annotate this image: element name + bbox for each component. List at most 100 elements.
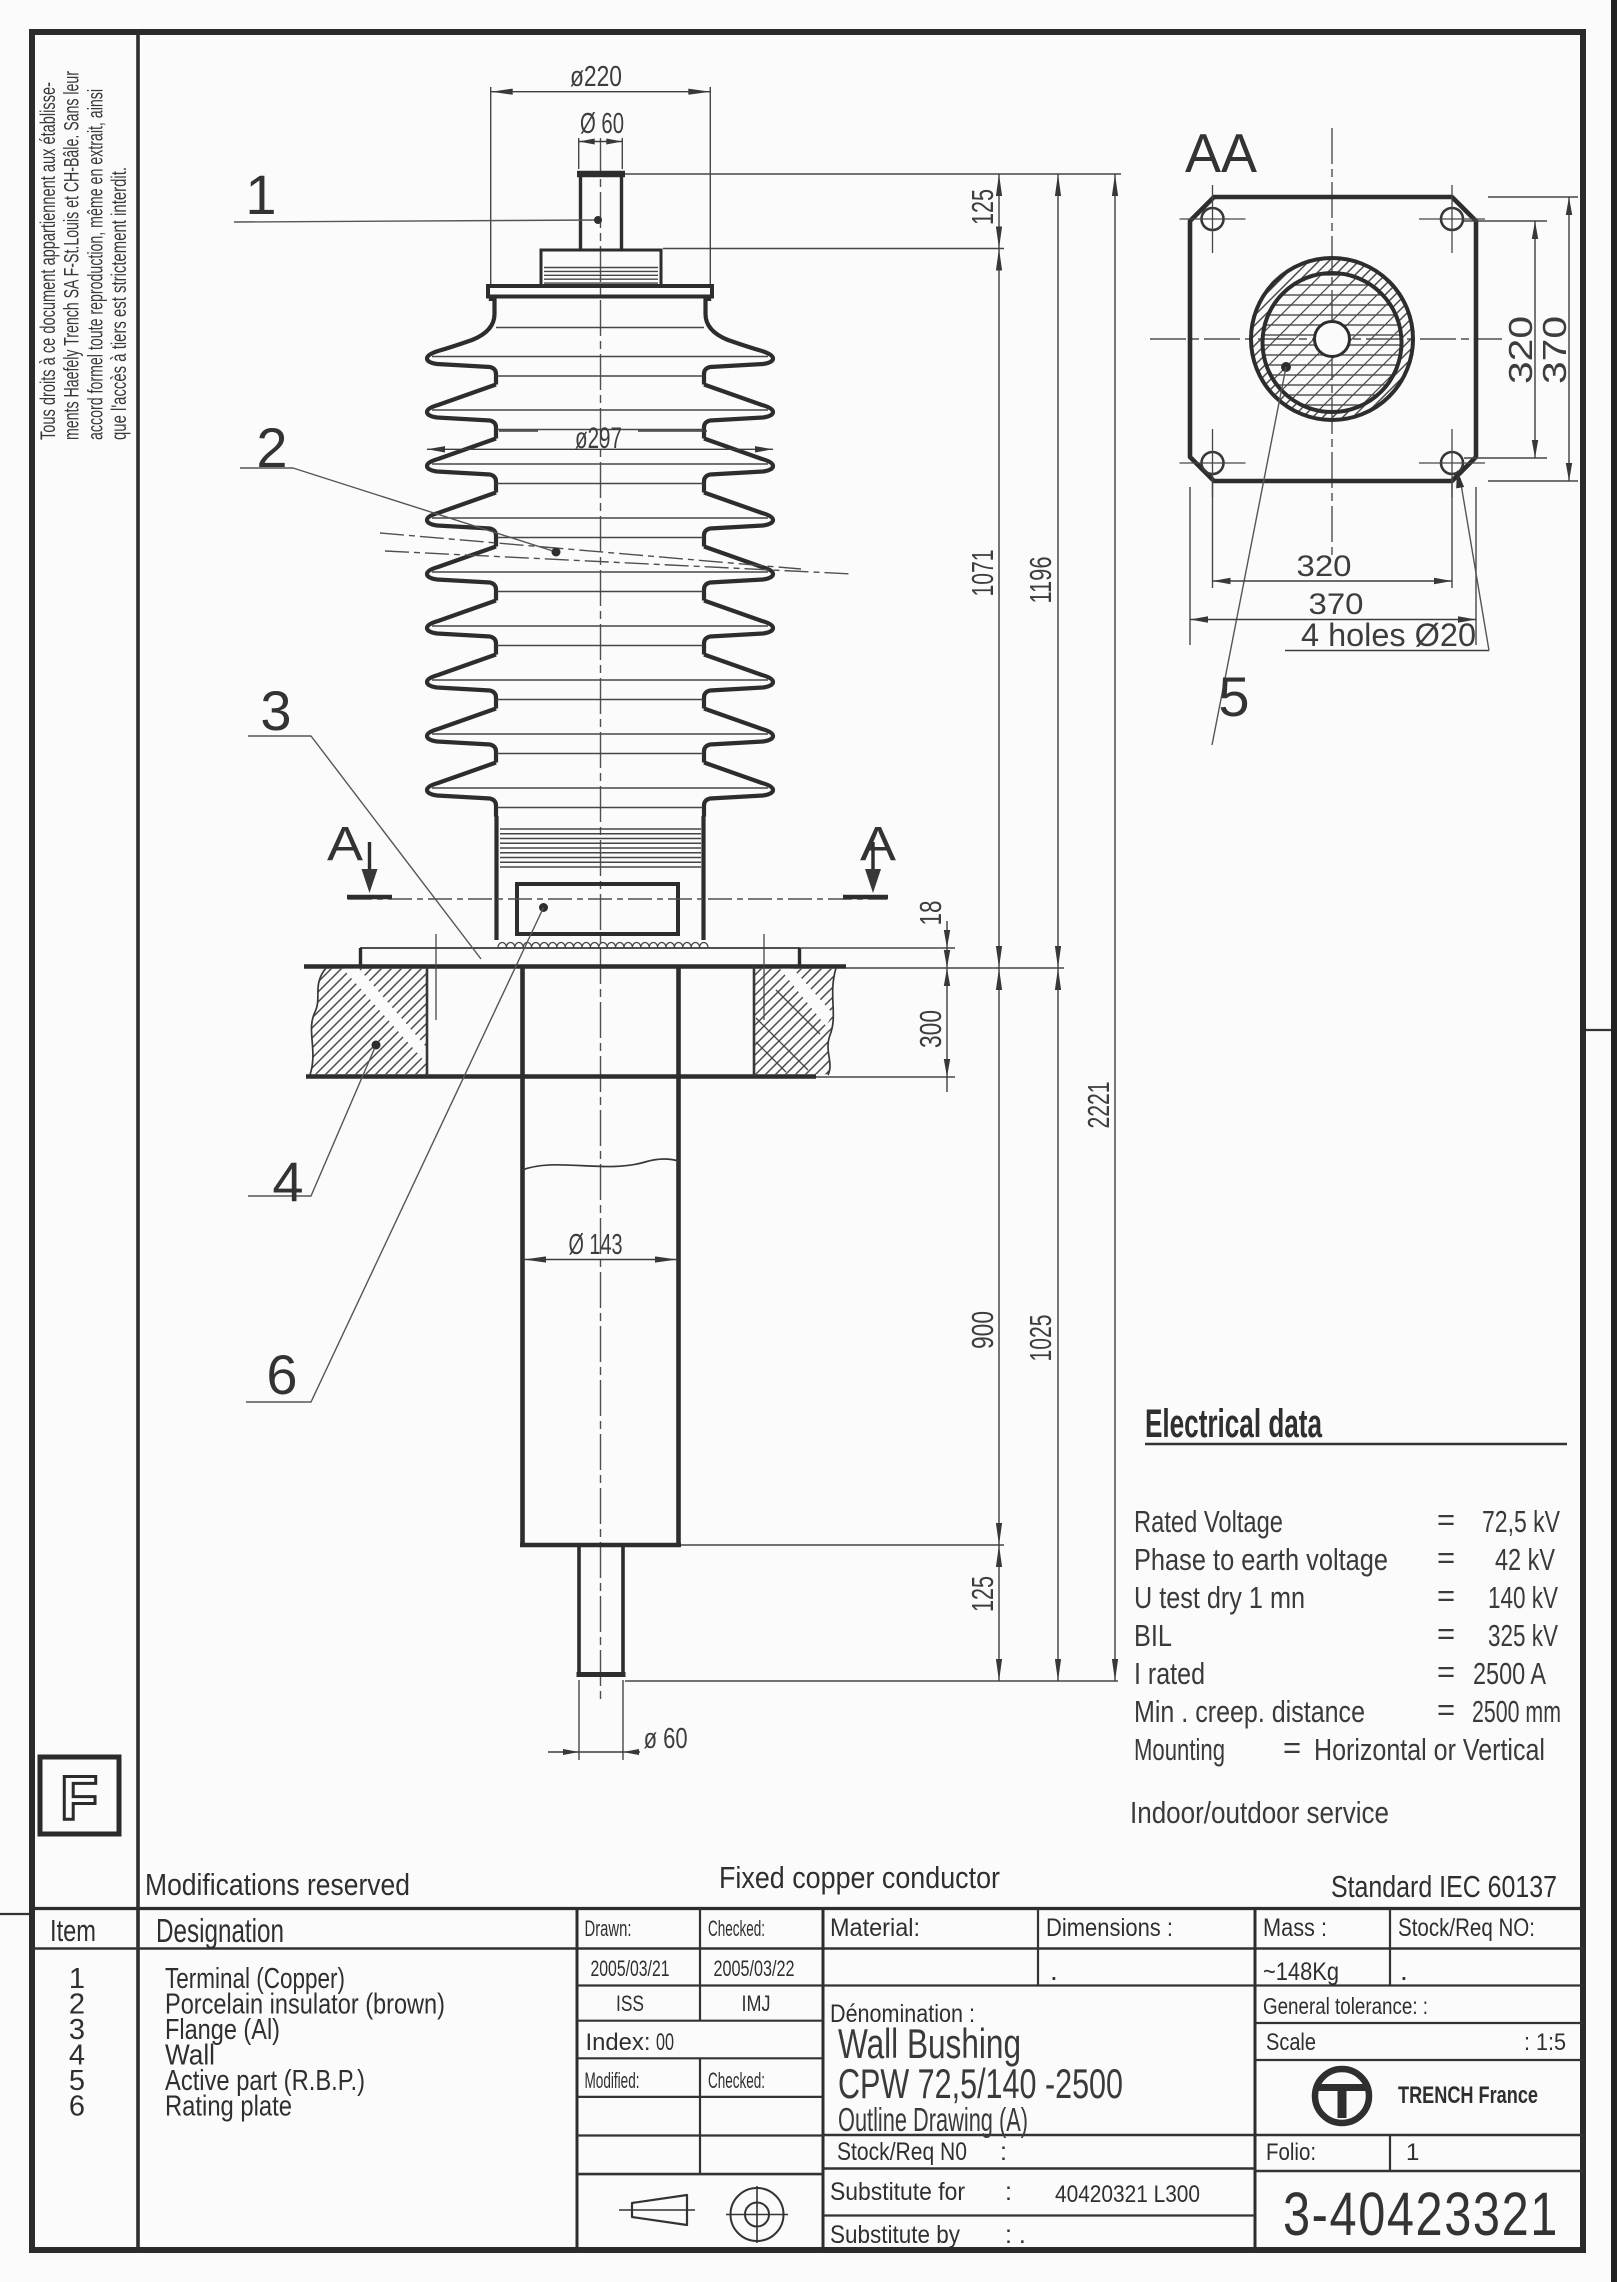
svg-text:4: 4 bbox=[272, 1150, 303, 1213]
svg-text:~148Kg: ~148Kg bbox=[1263, 1958, 1339, 1986]
svg-text:AA: AA bbox=[1185, 122, 1257, 184]
svg-text:125: 125 bbox=[965, 1576, 1000, 1612]
svg-text:: .: : . bbox=[1005, 2221, 1026, 2249]
svg-text:Substitute by: Substitute by bbox=[830, 2221, 960, 2249]
svg-text:320: 320 bbox=[1297, 550, 1352, 583]
svg-text:.: . bbox=[1050, 1955, 1058, 1986]
svg-text:1025: 1025 bbox=[1023, 1315, 1058, 1362]
svg-text:1: 1 bbox=[1406, 2139, 1419, 2166]
svg-text:Outline Drawing (A): Outline Drawing (A) bbox=[838, 2101, 1028, 2138]
svg-text:2005/03/22: 2005/03/22 bbox=[714, 1956, 795, 1981]
svg-text:370: 370 bbox=[1536, 316, 1573, 384]
svg-text:2221: 2221 bbox=[1081, 1082, 1116, 1129]
svg-text:Standard IEC 60137: Standard IEC 60137 bbox=[1331, 1869, 1557, 1904]
svg-text:Phase to earth voltage: Phase to earth voltage bbox=[1134, 1542, 1388, 1577]
svg-text:Flange (Al): Flange (Al) bbox=[165, 2014, 280, 2046]
svg-text:Stock/Req N0: Stock/Req N0 bbox=[837, 2138, 967, 2166]
svg-text:ø 60: ø 60 bbox=[644, 1723, 688, 1755]
svg-text:Stock/Req NO:: Stock/Req NO: bbox=[1398, 1914, 1535, 1942]
svg-text:1071: 1071 bbox=[965, 550, 1000, 597]
svg-text:Porcelain insulator (brown): Porcelain insulator (brown) bbox=[165, 1989, 445, 2021]
svg-text:1196: 1196 bbox=[1023, 557, 1058, 604]
svg-text:72,5 kV: 72,5 kV bbox=[1482, 1504, 1560, 1539]
svg-text:300: 300 bbox=[913, 1010, 948, 1048]
svg-text:Mass :: Mass : bbox=[1263, 1914, 1327, 1942]
svg-text:Ø 143: Ø 143 bbox=[569, 1229, 623, 1261]
svg-text:3: 3 bbox=[260, 679, 291, 742]
svg-text:Ø 60: Ø 60 bbox=[580, 108, 624, 140]
svg-text:Fixed copper conductor: Fixed copper conductor bbox=[719, 1860, 1000, 1895]
svg-text:900: 900 bbox=[965, 1311, 1000, 1349]
svg-text:CPW 72,5/140 -2500: CPW 72,5/140 -2500 bbox=[838, 2060, 1123, 2107]
svg-text:Checked:: Checked: bbox=[708, 1916, 765, 1941]
svg-text:Index:: Index: bbox=[586, 2029, 651, 2056]
svg-text:Substitute for: Substitute for bbox=[830, 2178, 965, 2206]
svg-text:Indoor/outdoor service: Indoor/outdoor service bbox=[1130, 1795, 1389, 1830]
svg-text:ø297: ø297 bbox=[575, 422, 622, 455]
svg-text:=: = bbox=[1437, 1654, 1455, 1689]
svg-text:Item: Item bbox=[50, 1913, 96, 1948]
svg-text:Active part (R.B.P.): Active part (R.B.P.) bbox=[165, 2065, 365, 2097]
svg-text::: : bbox=[1000, 2138, 1007, 2166]
svg-text:2: 2 bbox=[69, 1989, 85, 2021]
svg-text:370: 370 bbox=[1309, 588, 1364, 621]
svg-text:=: = bbox=[1283, 1730, 1301, 1765]
svg-text:Material:: Material: bbox=[830, 1914, 920, 1942]
svg-text:325 kV: 325 kV bbox=[1488, 1618, 1558, 1653]
svg-text:=: = bbox=[1437, 1616, 1455, 1651]
svg-text:6: 6 bbox=[69, 2091, 85, 2123]
svg-text:IMJ: IMJ bbox=[742, 1991, 771, 2016]
svg-text:A: A bbox=[327, 818, 363, 871]
svg-text:1: 1 bbox=[245, 163, 276, 226]
svg-text:Mounting: Mounting bbox=[1134, 1732, 1225, 1767]
svg-text:2500 A: 2500 A bbox=[1473, 1656, 1546, 1691]
svg-text:2: 2 bbox=[256, 416, 287, 479]
svg-text:TRENCH France: TRENCH France bbox=[1398, 2082, 1538, 2109]
svg-text:320: 320 bbox=[1502, 316, 1539, 384]
svg-text:Rated Voltage: Rated Voltage bbox=[1134, 1504, 1283, 1539]
svg-text:ments Haefely Trench SA F-St.L: ments Haefely Trench SA F-St.Louis et CH… bbox=[61, 71, 84, 440]
svg-text:I rated: I rated bbox=[1134, 1656, 1205, 1691]
svg-text:Min . creep. distance: Min . creep. distance bbox=[1134, 1694, 1365, 1729]
svg-text:Terminal (Copper): Terminal (Copper) bbox=[165, 1963, 345, 1995]
svg-text::: : bbox=[1005, 2178, 1012, 2206]
svg-text:U test dry 1 mn: U test dry 1 mn bbox=[1134, 1580, 1305, 1615]
svg-text:5: 5 bbox=[69, 2065, 85, 2097]
svg-text:=: = bbox=[1437, 1502, 1455, 1537]
svg-text:00: 00 bbox=[656, 2029, 674, 2056]
svg-text:Wall Bushing: Wall Bushing bbox=[838, 2020, 1021, 2067]
svg-text:125: 125 bbox=[965, 189, 1000, 225]
svg-text:40420321 L300: 40420321 L300 bbox=[1055, 2181, 1200, 2208]
svg-text:.: . bbox=[1400, 1955, 1408, 1986]
svg-text:Dénomination :: Dénomination : bbox=[830, 2000, 975, 2028]
svg-text:18: 18 bbox=[913, 901, 948, 926]
svg-text:General tolerance: :: General tolerance: : bbox=[1263, 1993, 1428, 2019]
svg-text:2005/03/21: 2005/03/21 bbox=[591, 1956, 670, 1981]
svg-text:4 holes Ø20: 4 holes Ø20 bbox=[1301, 617, 1476, 653]
svg-text:que l'accès à tiers est strict: que l'accès à tiers est strictement inte… bbox=[108, 167, 131, 440]
svg-text:42 kV: 42 kV bbox=[1495, 1542, 1555, 1577]
svg-text:Scale: Scale bbox=[1266, 2029, 1316, 2056]
svg-text:3-40423321: 3-40423321 bbox=[1283, 2180, 1559, 2248]
svg-text:Wall: Wall bbox=[165, 2040, 215, 2072]
svg-text:: 1:5: : 1:5 bbox=[1524, 2029, 1566, 2056]
svg-text:ISS: ISS bbox=[616, 1991, 644, 2016]
svg-text:A: A bbox=[860, 818, 896, 871]
svg-text:Modifications reserved: Modifications reserved bbox=[145, 1867, 410, 1902]
svg-text:2500 mm: 2500 mm bbox=[1472, 1694, 1561, 1729]
svg-text:Horizontal or Vertical: Horizontal or Vertical bbox=[1314, 1732, 1545, 1767]
svg-text:Rating plate: Rating plate bbox=[165, 2091, 292, 2123]
svg-text:Folio:: Folio: bbox=[1266, 2139, 1316, 2166]
svg-text:Modified:: Modified: bbox=[585, 2068, 640, 2093]
svg-text:=: = bbox=[1437, 1540, 1455, 1575]
svg-text:=: = bbox=[1437, 1692, 1455, 1727]
svg-text:140 kV: 140 kV bbox=[1488, 1580, 1558, 1615]
svg-text:3: 3 bbox=[69, 2014, 85, 2046]
svg-text:5: 5 bbox=[1218, 665, 1249, 728]
svg-text:6: 6 bbox=[266, 1343, 297, 1406]
svg-text:BIL: BIL bbox=[1134, 1618, 1172, 1653]
svg-text:1: 1 bbox=[69, 1963, 85, 1995]
svg-text:Dimensions :: Dimensions : bbox=[1046, 1914, 1173, 1942]
svg-text:=: = bbox=[1437, 1578, 1455, 1613]
svg-text:Tous droits à ce document appa: Tous droits à ce document appartiennent … bbox=[37, 82, 60, 440]
